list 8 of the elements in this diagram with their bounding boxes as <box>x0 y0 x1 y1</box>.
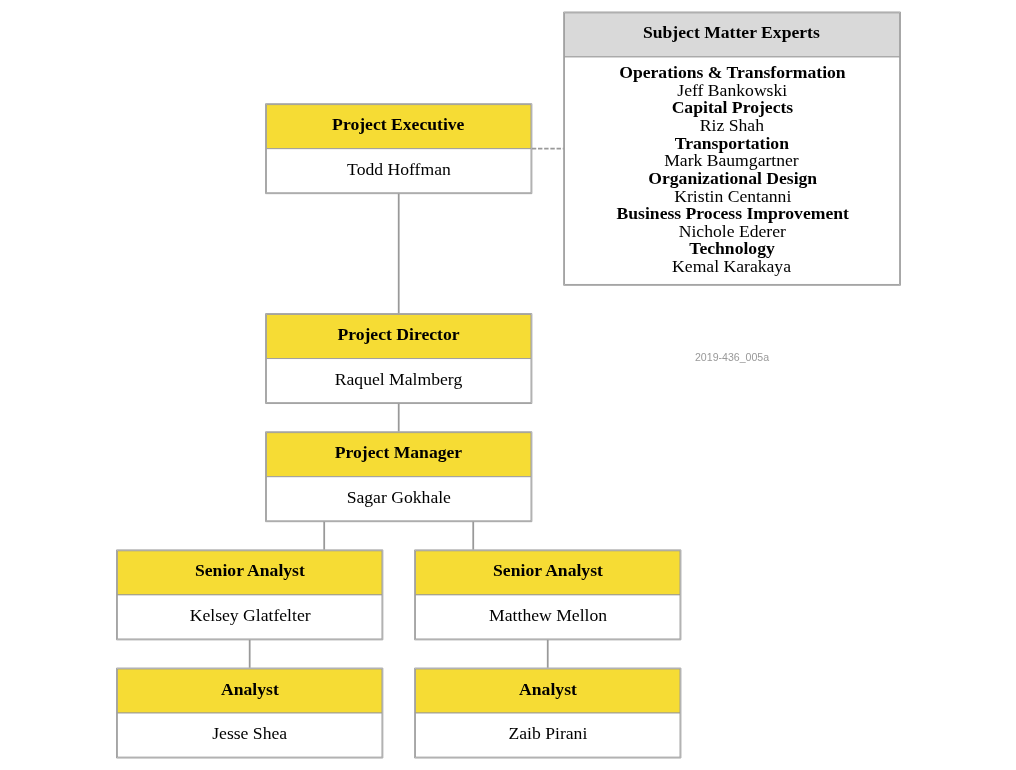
connector <box>530 147 564 150</box>
connector <box>322 520 325 551</box>
connector <box>397 192 400 315</box>
connector <box>397 402 400 433</box>
label: 2019-436_005a <box>694 351 769 364</box>
connector <box>546 639 549 669</box>
connector <box>471 520 474 551</box>
connector <box>248 639 251 669</box>
